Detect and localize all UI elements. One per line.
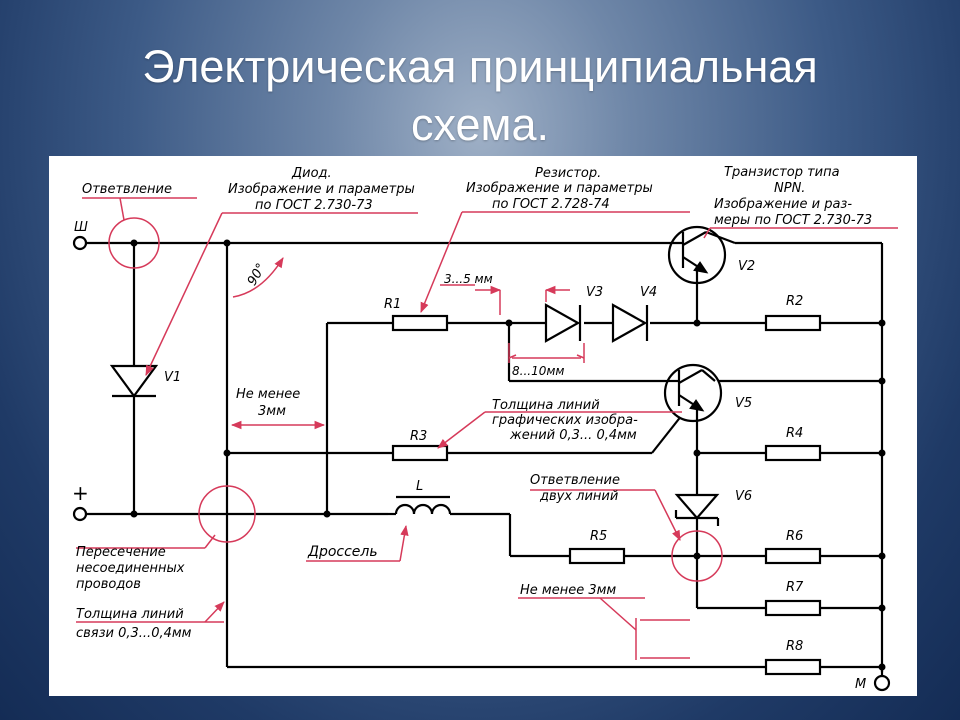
- min-3mm-line1: Не менее: [236, 387, 300, 402]
- inductor-l-icon: [388, 495, 452, 516]
- diode-v3-icon: [544, 303, 582, 343]
- slide-title: Электрическая принципиальная схема.: [0, 38, 960, 154]
- junction-dots: [130, 239, 886, 671]
- thick-graphic-line2: графических изобра-: [492, 413, 638, 428]
- min-3mm-bottom-label: Не менее 3мм: [520, 583, 616, 598]
- r4-label: R4: [786, 426, 803, 441]
- v2-label: V2: [738, 259, 755, 274]
- resistor-r7-icon: [764, 599, 822, 617]
- r3-label: R3: [410, 429, 427, 444]
- schematic-diagram: Ответвление Диод. Изображение и параметр…: [72, 165, 898, 692]
- branch-label: Ответвление: [82, 182, 172, 197]
- r5-label: R5: [590, 529, 607, 544]
- branch-two-line2: двух линий: [539, 489, 618, 504]
- transistor-line1: Транзистор типа: [724, 165, 840, 180]
- diode-v6-icon: [674, 493, 720, 526]
- v1-label: V1: [164, 370, 181, 385]
- slide-title-line1: Электрическая принципиальная: [142, 41, 818, 92]
- transistor-line4: меры по ГОСТ 2.730-73: [714, 213, 872, 228]
- terminal-sh-label: Ш: [74, 220, 88, 235]
- transistor-line3: Изображение и раз-: [714, 197, 852, 212]
- resistor-r2-icon: [764, 314, 822, 332]
- thick-graphic-line3: жений 0,3... 0,4мм: [509, 428, 637, 443]
- r7-label: R7: [786, 580, 804, 595]
- thick-link-line2: связи 0,3...0,4мм: [76, 626, 192, 641]
- resistor-line2: Изображение и параметры: [466, 181, 653, 196]
- v6-label: V6: [735, 489, 752, 504]
- resistor-line3: по ГОСТ 2.728-74: [492, 197, 610, 212]
- resistor-r1-icon: [391, 314, 449, 332]
- crossing-line1: Пересечение: [76, 545, 166, 560]
- resistor-r6-icon: [764, 547, 822, 565]
- dim-3-5-label: 3...5 мм: [444, 272, 493, 286]
- thick-graphic-line1: Толщина линий: [492, 398, 600, 413]
- terminal-m-icon: [873, 674, 891, 692]
- terminals: [72, 235, 891, 692]
- v3-label: V3: [586, 285, 603, 300]
- crossing-line2: несоединенных: [76, 561, 185, 576]
- branch-marker-icon: [108, 217, 160, 269]
- choke-label: Дроссель: [307, 544, 378, 560]
- slide-title-line2: схема.: [411, 99, 549, 150]
- terminal-sh-icon: [72, 235, 88, 251]
- crossing-marker-icon: [198, 485, 256, 543]
- circuit-wires: [86, 241, 884, 676]
- terminal-plus-icon: [72, 506, 88, 522]
- diode-line3: по ГОСТ 2.730-73: [255, 198, 373, 213]
- diode-title: Диод.: [291, 166, 332, 181]
- branch-two-line1: Ответвление: [530, 473, 620, 488]
- angle-label: 90°: [245, 261, 270, 288]
- diode-v1-icon: [109, 364, 159, 398]
- transistor-v2-icon: [660, 225, 736, 285]
- min-3mm-line2: 3мм: [258, 404, 286, 419]
- v5-label: V5: [735, 396, 752, 411]
- terminal-m-label: М: [855, 677, 866, 692]
- transistor-line2: NPN.: [774, 181, 805, 196]
- transistor-v5-icon: [663, 363, 723, 423]
- dim-8-10-label: 8...10мм: [512, 364, 564, 378]
- terminal-plus-label: +: [72, 481, 89, 505]
- annotation-lines: [76, 197, 898, 660]
- resistor-title: Резистор.: [535, 166, 601, 181]
- thick-link-line1: Толщина линий: [76, 607, 184, 622]
- r8-label: R8: [786, 639, 803, 654]
- resistor-r8-icon: [764, 658, 822, 676]
- resistor-r3-icon: [391, 444, 449, 462]
- resistor-r5-icon: [568, 547, 626, 565]
- v4-label: V4: [640, 285, 657, 300]
- r6-label: R6: [786, 529, 803, 544]
- schematic-panel: Ответвление Диод. Изображение и параметр…: [49, 156, 917, 696]
- diode-v4-icon: [611, 303, 649, 343]
- diode-line2: Изображение и параметры: [228, 182, 415, 197]
- resistors: [391, 314, 822, 676]
- two-line-branch-marker-icon: [671, 530, 723, 582]
- inductor-l-label: L: [416, 479, 423, 494]
- resistor-r4-icon: [764, 444, 822, 462]
- crossing-line3: проводов: [76, 577, 141, 592]
- r2-label: R2: [786, 294, 803, 309]
- r1-label: R1: [384, 297, 401, 312]
